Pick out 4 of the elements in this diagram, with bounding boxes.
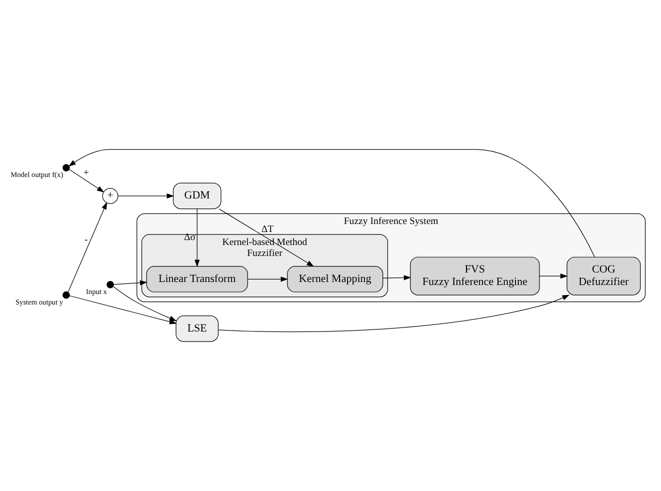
edge-label: - (84, 234, 88, 246)
edge-label: ΔT (261, 224, 274, 235)
edge-label: Δσ (184, 232, 196, 243)
edge-label: + (83, 168, 89, 179)
